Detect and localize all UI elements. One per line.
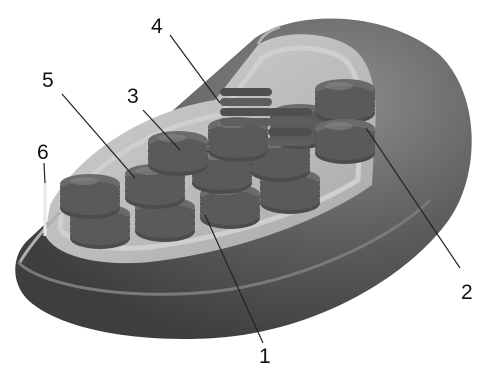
granum-stack bbox=[315, 119, 375, 164]
label-3: 3 bbox=[127, 85, 139, 108]
granum-stack bbox=[60, 174, 120, 219]
label-5: 5 bbox=[42, 69, 54, 92]
leader-line-6 bbox=[44, 163, 45, 183]
label-4: 4 bbox=[151, 15, 163, 38]
granum-stack bbox=[315, 79, 375, 124]
label-2: 2 bbox=[461, 281, 473, 304]
granum-stack bbox=[148, 131, 208, 176]
label-6: 6 bbox=[37, 141, 49, 164]
label-1: 1 bbox=[259, 345, 271, 368]
